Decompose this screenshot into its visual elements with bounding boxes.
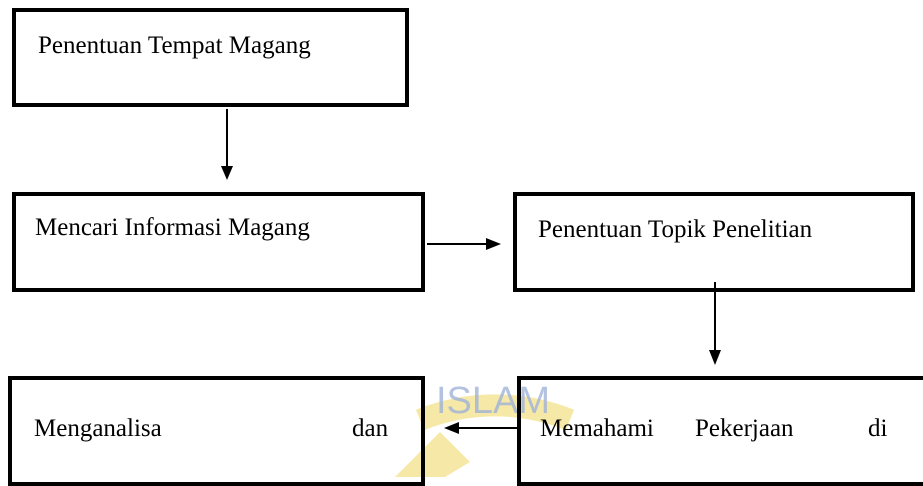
step-text-memahami-word-2: Pekerjaan [695, 415, 794, 442]
step-text-tempat: Penentuan Tempat Magang [38, 32, 311, 59]
step-box-tempat [12, 8, 409, 107]
arrow-topik-to-memahami [709, 282, 721, 365]
step-text-menganalisa-word-2: dan [352, 415, 389, 442]
arrow-memahami-to-menganalisa [444, 422, 517, 434]
step-text-menganalisa-word-1: Menganalisa [34, 415, 162, 442]
watermark-lettering: ISLAM [436, 380, 550, 422]
step-text-informasi: Mencari Informasi Magang [35, 214, 310, 241]
step-text-memahami-word-3: di [868, 415, 888, 442]
step-text-topik: Penentuan Topik Penelitian [538, 216, 813, 243]
step-box-informasi [12, 192, 425, 292]
watermark-arc [415, 394, 575, 431]
arrow-informasi-to-topik [427, 238, 501, 250]
arrow-tempat-to-informasi [221, 109, 233, 180]
step-text-memahami-word-1: Memahami [540, 415, 654, 442]
watermark-shape [395, 432, 470, 477]
